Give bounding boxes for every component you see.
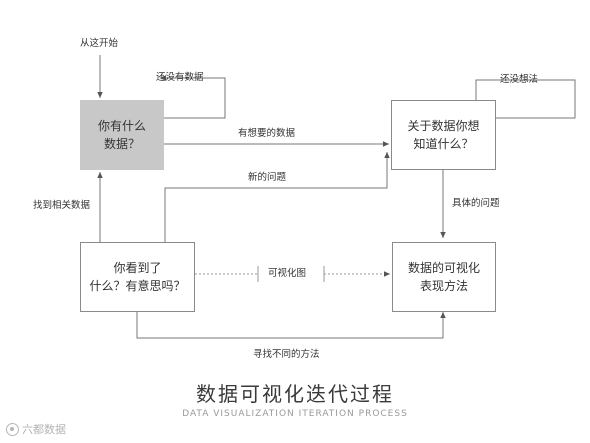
- label-wanted-data: 有想要的数据: [238, 128, 296, 139]
- node-visualization-method: 数据的可视化 表现方法: [392, 242, 496, 312]
- node-what-you-see: 你看到了 什么？有意思吗？: [80, 242, 195, 312]
- edge-no-idea: [475, 79, 576, 121]
- watermark: 六都数据: [6, 421, 66, 437]
- edge-different-method: [136, 312, 446, 339]
- label-new-question: 新的问题: [248, 172, 287, 183]
- edge-no-data: [160, 75, 226, 119]
- node-what-data-have: 你有什么 数据？: [80, 100, 164, 170]
- diagram-subtitle: DATA VISUALIZATION ITERATION PROCESS: [182, 409, 408, 419]
- diagram-title: 数据可视化迭代过程: [196, 382, 394, 406]
- node-what-want-know: 关于数据你想 知道什么？: [391, 100, 496, 170]
- label-different-method: 寻找不同的方法: [253, 349, 320, 360]
- edge-new-question: [164, 152, 390, 242]
- watermark-text: 六都数据: [22, 423, 66, 436]
- label-visualize: 可视化图: [268, 268, 307, 279]
- label-no-idea: 还没想法: [500, 74, 539, 85]
- label-specific-question: 具体的问题: [452, 198, 500, 209]
- label-start: 从这开始: [80, 38, 119, 49]
- label-no-data: 还没有数据: [156, 72, 204, 83]
- watermark-logo-icon: [6, 422, 19, 436]
- label-find-data: 找到相关数据: [33, 200, 91, 211]
